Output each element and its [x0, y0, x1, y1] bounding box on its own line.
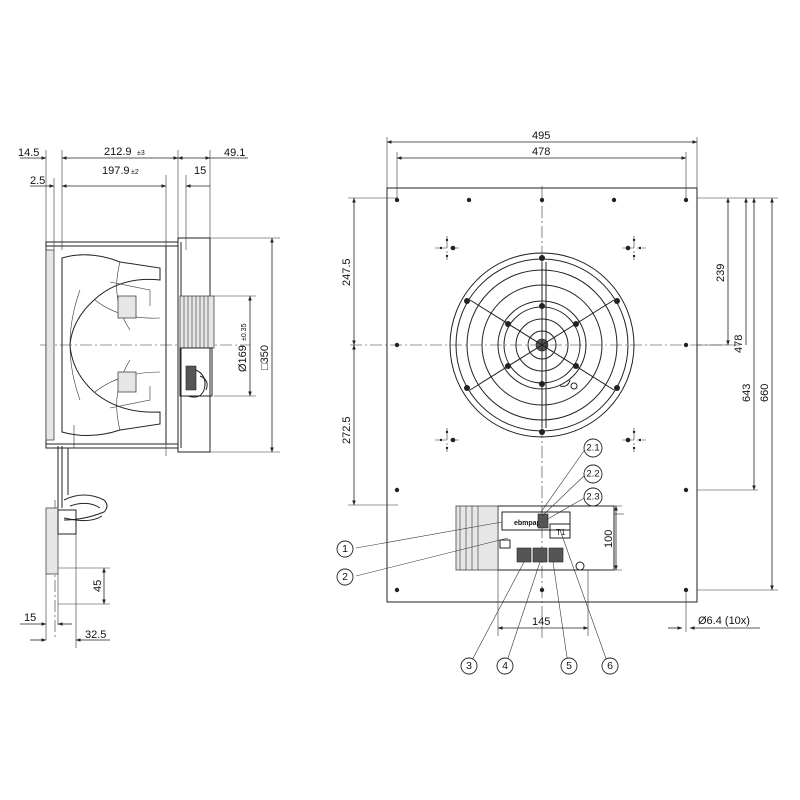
impeller-side — [61, 254, 161, 436]
dim-643: 643 — [741, 384, 753, 402]
callout-2-1: 2.1 — [583, 438, 603, 458]
side-top-dimensions: 14.5 212.9 ±3 49.1 2.5 197.9 ±2 15 — [18, 146, 248, 252]
front-left-dimensions: 247.5 272.5 — [341, 197, 398, 506]
motor-side — [179, 295, 215, 398]
callout-3: 3 — [460, 657, 478, 675]
terminal-box-side: 45 15 32.5 — [20, 446, 110, 648]
dim-14-5: 14.5 — [18, 147, 39, 159]
callout-5: 5 — [560, 657, 578, 675]
front-right-dimensions: 239 478 643 660 — [697, 197, 778, 591]
module-brand-label: ebmpapst — [514, 520, 548, 527]
dim-212-9-tolerance: ±3 — [137, 150, 145, 157]
side-right-dimensions: Ø169 ±0.35 □350 — [210, 237, 280, 453]
dim-660: 660 — [759, 384, 771, 402]
callout-6: 6 — [601, 657, 619, 675]
callout-2: 2 — [336, 568, 354, 586]
dim-49-1: 49.1 — [224, 147, 245, 159]
dim-45: 45 — [92, 580, 104, 592]
dim-239: 239 — [715, 264, 727, 282]
dim-478-top: 478 — [532, 146, 550, 158]
callout-2-2: 2.2 — [583, 464, 603, 484]
side-view: 14.5 212.9 ±3 49.1 2.5 197.9 ±2 15 — [18, 146, 280, 648]
dim-15-bottom: 15 — [24, 612, 36, 624]
callout-4: 4 — [496, 657, 514, 675]
dim-197-9: 197.9 — [102, 165, 130, 177]
front-view: 495 478 247.5 272.5 239 478 — [336, 130, 778, 675]
callout-5-text: 5 — [566, 660, 572, 672]
dim-100: 100 — [603, 530, 615, 548]
dim-15-top: 15 — [194, 165, 206, 177]
callout-2-1-text: 2.1 — [586, 443, 599, 454]
dim-197-9-tolerance: ±2 — [131, 169, 139, 176]
callout-2-3-text: 2.3 — [586, 492, 599, 503]
callout-4-text: 4 — [502, 660, 508, 672]
callout-6-text: 6 — [607, 660, 613, 672]
callout-2-text: 2 — [342, 571, 348, 583]
dim-478-right: 478 — [733, 335, 745, 353]
dim-2-5: 2.5 — [30, 175, 45, 187]
dim-32-5: 32.5 — [85, 629, 106, 641]
callout-3-text: 3 — [466, 660, 472, 672]
dim-350-square: □350 — [259, 345, 271, 370]
dim-hole-diameter: Ø6.4 (10x) — [698, 615, 750, 627]
callout-2-2-text: 2.2 — [586, 469, 599, 480]
callout-1: 1 — [336, 540, 354, 558]
dim-169-diameter: Ø169 — [237, 345, 249, 372]
callout-1-text: 1 — [342, 543, 348, 555]
dim-272-5: 272.5 — [341, 416, 353, 444]
module-dimensions: 100 145 Ø6.4 (10x) — [497, 505, 760, 636]
electronics-module: ebmpapst T1 — [455, 505, 624, 571]
guard-struts — [469, 262, 615, 428]
dim-169-tolerance: ±0.35 — [241, 323, 248, 341]
dim-247-5: 247.5 — [341, 258, 353, 286]
dim-212-9: 212.9 — [104, 146, 132, 158]
callout-leaders — [355, 447, 609, 665]
dim-145: 145 — [532, 616, 550, 628]
fastener-groups — [435, 236, 646, 452]
dim-495: 495 — [532, 130, 550, 142]
callout-2-3: 2.3 — [583, 487, 603, 507]
